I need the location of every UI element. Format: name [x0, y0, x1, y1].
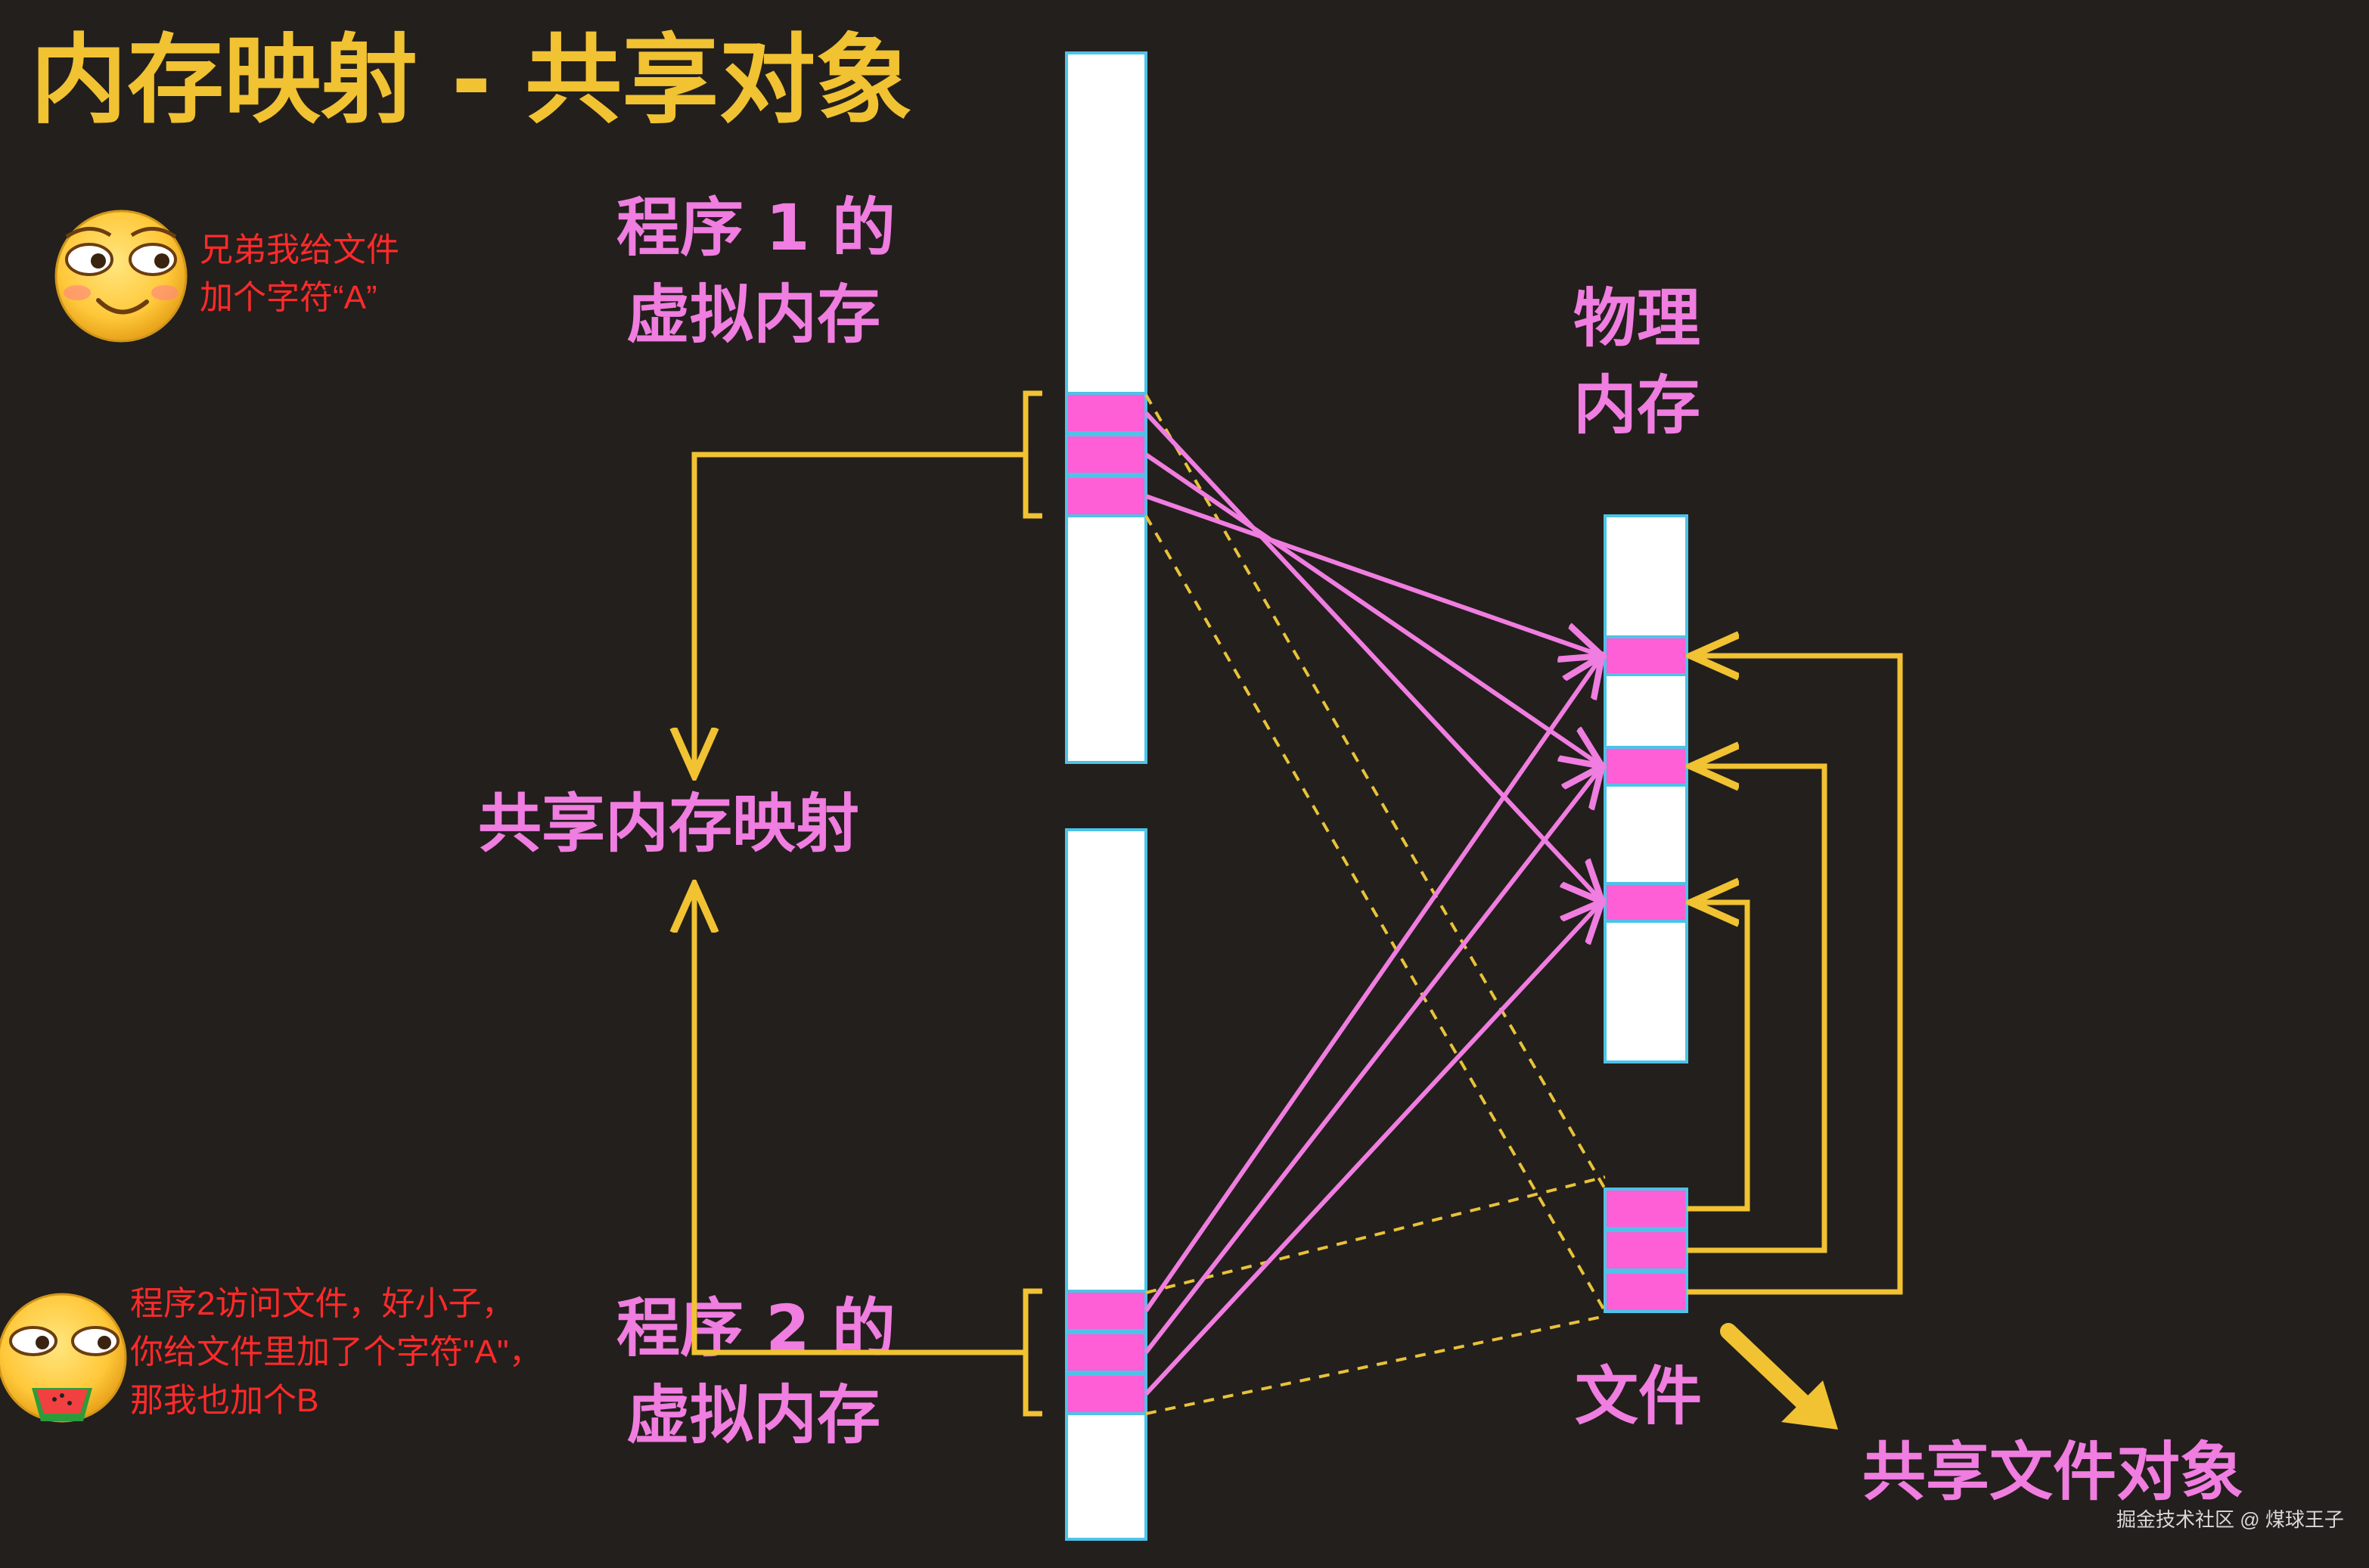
program2-page-mapping-arrows — [1144, 656, 1602, 1396]
shared-mapping-connector-bottom — [694, 885, 1026, 1355]
note-top-line1: 兄弟我给文件 — [200, 231, 399, 269]
physical-memory-label-line2: 内存 — [1573, 368, 1700, 442]
file-block-2 — [1604, 1229, 1688, 1271]
shared-mapping-connector-top — [694, 452, 1026, 775]
program1-page-3 — [1065, 475, 1147, 517]
physical-memory-label-line1: 物理 — [1573, 281, 1700, 356]
file-to-physical-connectors — [1687, 656, 1903, 1295]
dashed-file-mapping-lines — [1144, 393, 1607, 1415]
note-top-line2: 加个字符“A” — [200, 279, 377, 316]
physical-page-3 — [1604, 882, 1688, 923]
watermark: 掘金技术社区 @ 煤球王子 — [2116, 1508, 2344, 1531]
program2-page-3 — [1065, 1373, 1147, 1415]
note-bottom-line3: 那我也加个B — [130, 1382, 318, 1419]
program1-page-1 — [1065, 392, 1147, 434]
program2-page-2 — [1065, 1331, 1147, 1374]
program1-page-mapping-arrows — [1144, 411, 1602, 902]
page-title: 内存映射 - 共享对象 — [30, 24, 912, 137]
program2-page-1 — [1065, 1290, 1147, 1332]
shared-file-object-label: 共享文件对象 — [1862, 1435, 2243, 1509]
program1-page-bracket — [1023, 390, 1042, 519]
program1-label-line2: 虚拟内存 — [626, 278, 880, 352]
note-bottom-line2: 你给文件里加了个字符"A"， — [130, 1334, 542, 1371]
program2-virtual-memory-bar — [1065, 828, 1147, 1541]
file-block-1 — [1604, 1188, 1688, 1230]
shared-memory-mapping-label: 共享内存映射 — [478, 787, 859, 861]
physical-page-1 — [1604, 635, 1688, 676]
note-bottom-line1: 程序2访问文件，好小子， — [130, 1285, 514, 1322]
program1-virtual-memory-bar — [1065, 51, 1147, 764]
file-label: 文件 — [1575, 1359, 1702, 1433]
arrow-down-right-icon — [1720, 1323, 1838, 1430]
program2-page-bracket — [1023, 1288, 1042, 1417]
program1-page-2 — [1065, 433, 1147, 476]
file-blocks — [1604, 1188, 1688, 1313]
smirk-emoji-icon — [54, 210, 188, 343]
physical-memory-bar — [1604, 514, 1688, 1063]
program2-label-line2: 虚拟内存 — [626, 1378, 880, 1452]
program1-label-line1: 程序 1 的 — [616, 191, 896, 265]
file-block-3 — [1604, 1271, 1688, 1313]
physical-page-2 — [1604, 746, 1688, 787]
watermelon-emoji-icon — [0, 1293, 127, 1423]
